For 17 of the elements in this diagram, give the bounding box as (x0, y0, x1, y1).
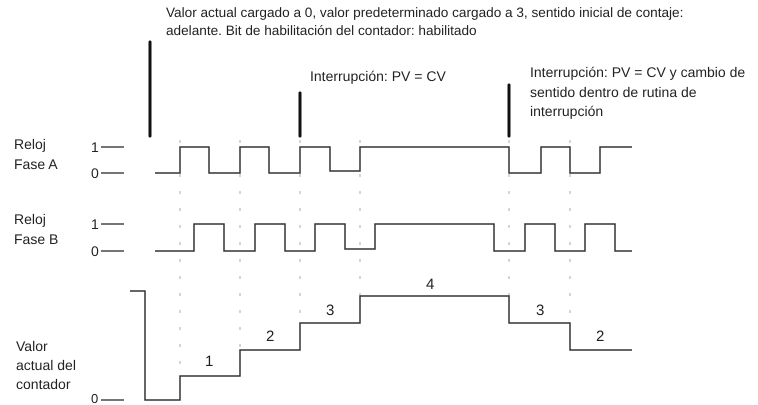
annotation-text: Interrupción: PV = CV (310, 67, 447, 86)
count-value: 2 (266, 328, 276, 346)
signal-label: Reloj Fase A (14, 135, 59, 174)
level-label: 0 (91, 392, 100, 405)
level-label: 0 (91, 242, 100, 260)
level-label: 1 (91, 138, 100, 156)
level-label: 0 (91, 164, 100, 182)
count-value: 1 (205, 353, 214, 371)
count-value: 3 (326, 302, 336, 320)
signal-label: Reloj Fase B (14, 210, 60, 249)
note-text: Valor actual cargado a 0, valor predeterminado cargado a 3, sentido inicial de contaje: adelante. Bit de habilitación del contador: habilitado (166, 4, 684, 40)
count-value: 3 (536, 302, 546, 320)
count-value: 2 (596, 328, 606, 346)
signal-label: Valor actual del contador (16, 337, 77, 394)
count-value: 4 (426, 276, 436, 294)
annotation-text: Interrupción: PV = CV y cambio de sentido dentro de rutina de interrupción (530, 63, 746, 122)
level-label: 1 (91, 215, 100, 234)
